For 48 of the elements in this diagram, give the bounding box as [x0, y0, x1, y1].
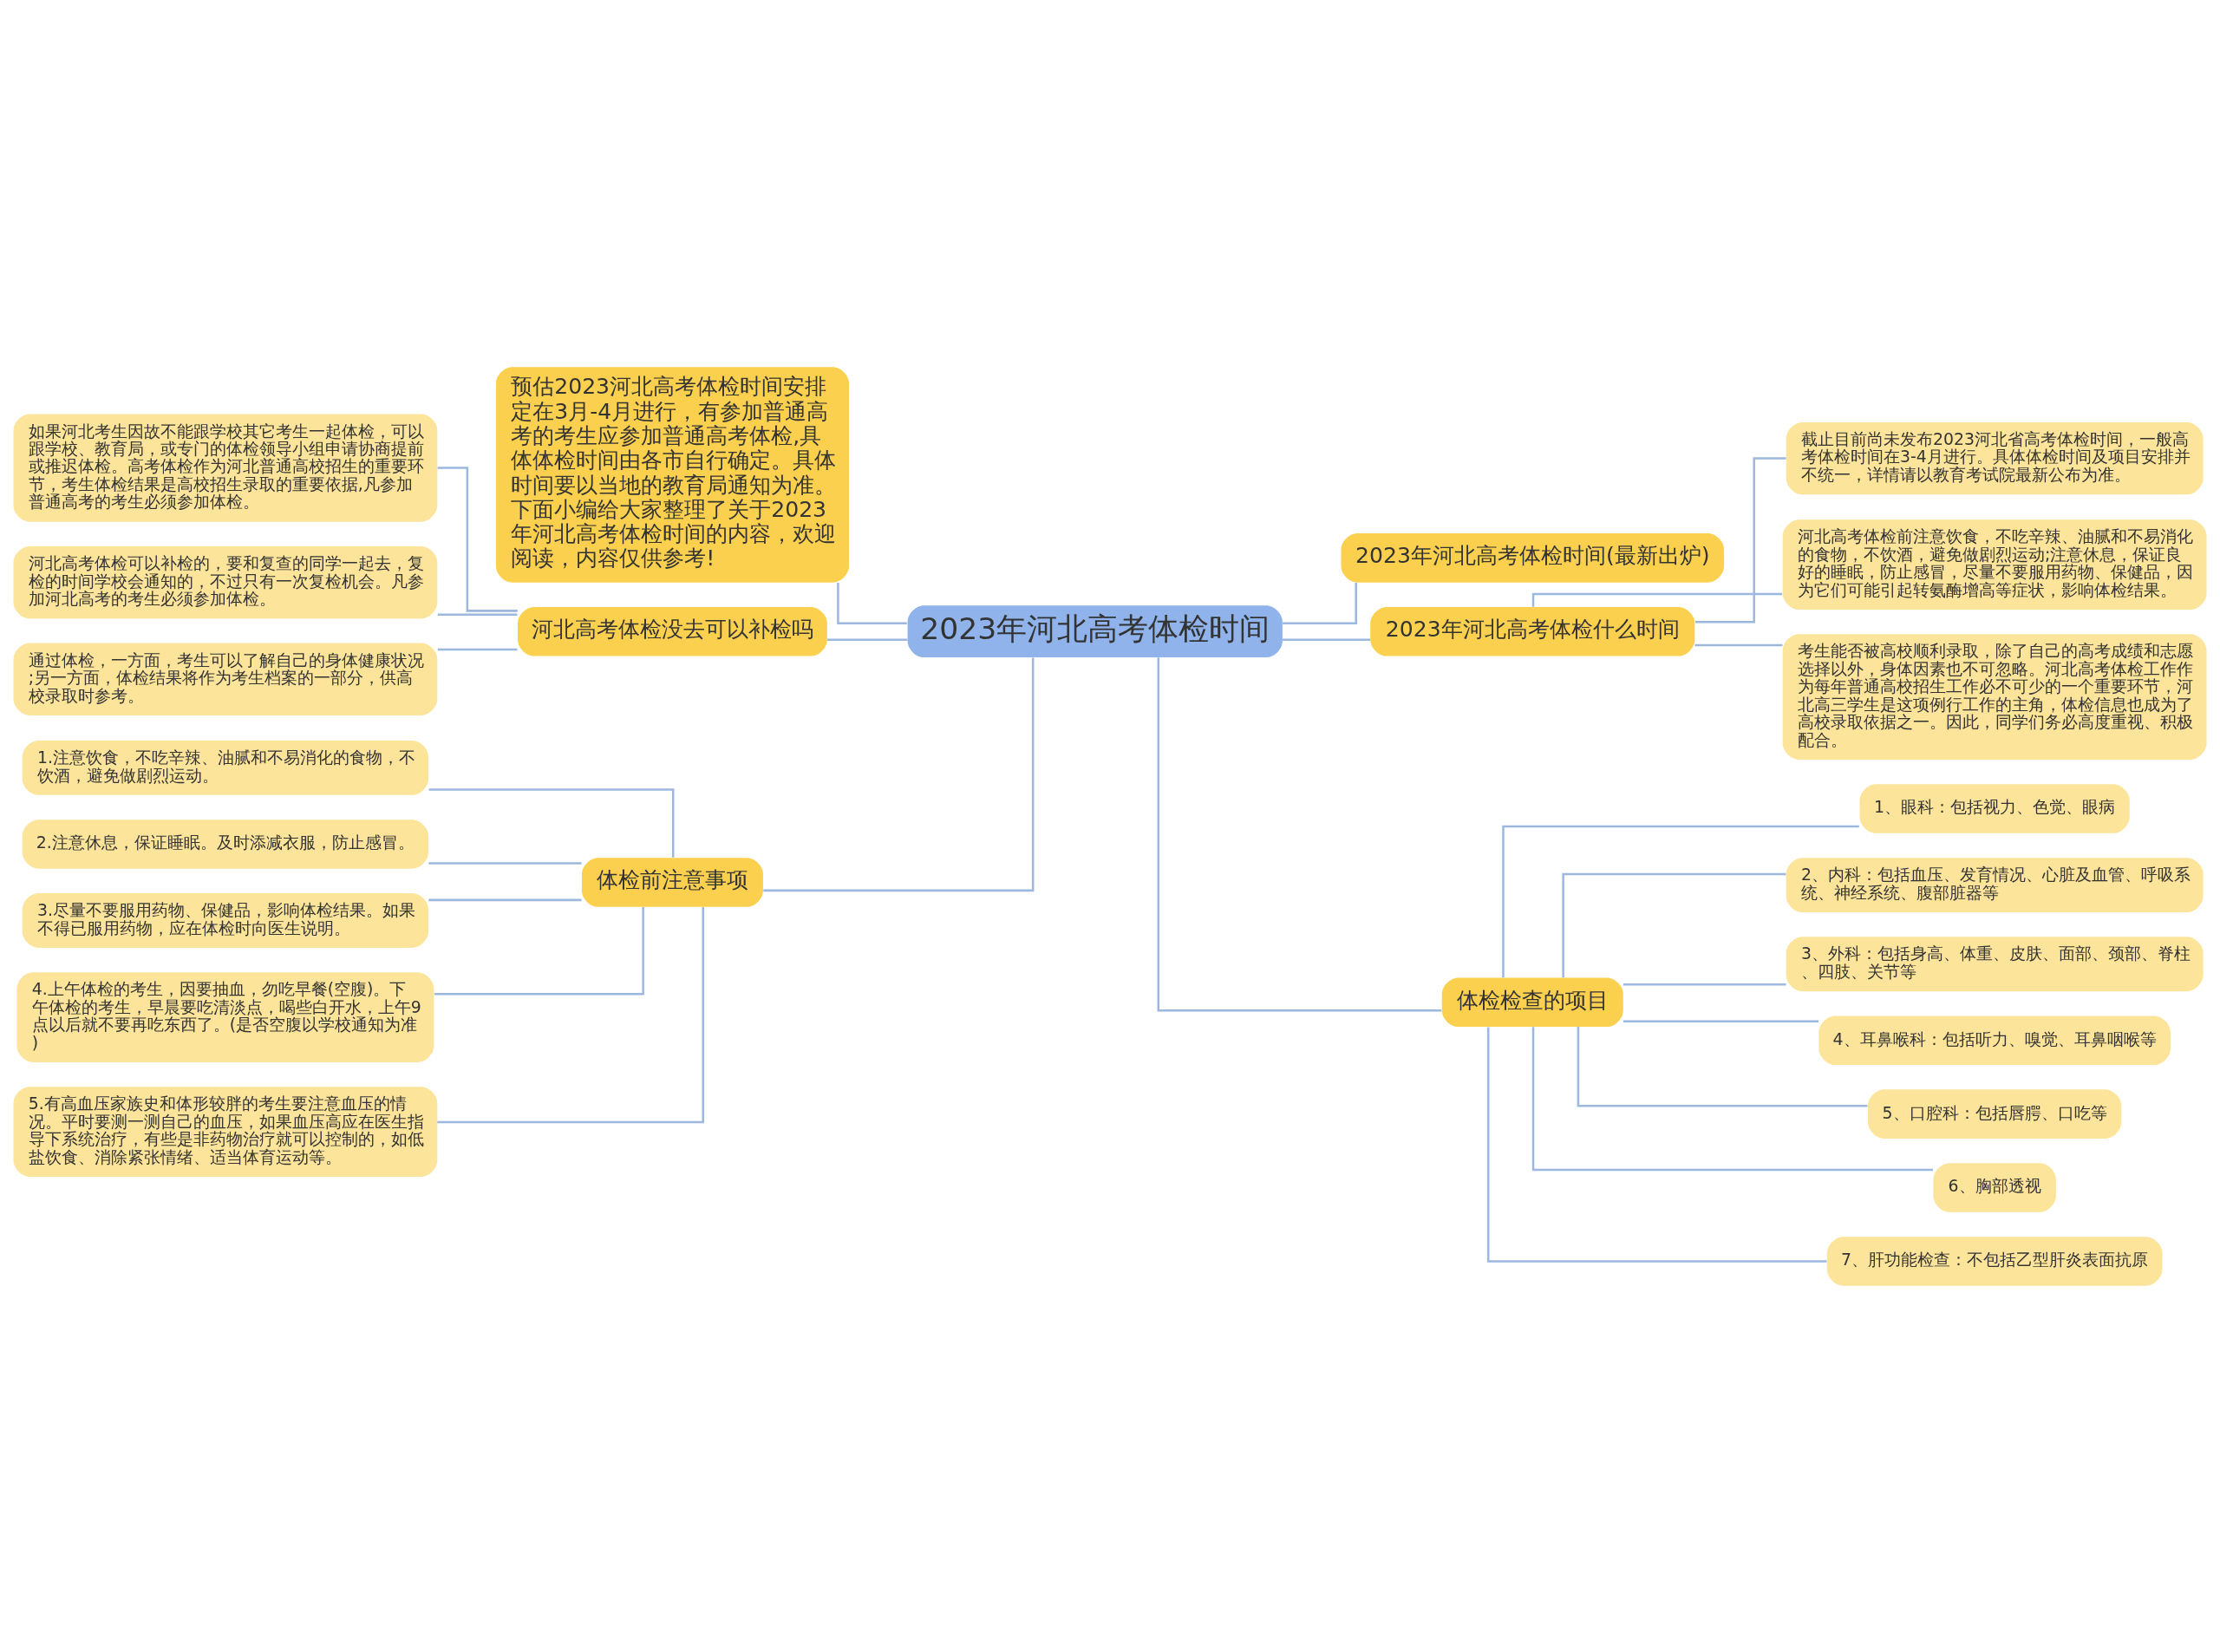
connector: [1577, 1026, 1868, 1107]
connector: [1282, 637, 1371, 641]
connector: [1694, 643, 1783, 646]
node-box: 1.注意饮食，不吃辛辣、油腻和不易消化的食物，不饮酒，避免做剧烈运动。: [22, 740, 429, 795]
node-box: 河北高考体检前注意饮食，不吃辛辣、油腻和不易消化的食物，不饮酒，避免做剧烈运动;注意休息，保证良好的睡眠，防止感冒，尽量不要服用药物、保健品，因为它们可能引起转氨酶增高等症状，影响体检结果。: [1782, 519, 2207, 610]
node-box: 2、内科：包括血压、发育情况、心脏及血管、呼吸系统、神经系统、腹部脏器等: [1786, 857, 2204, 912]
connector: [1623, 1020, 1818, 1022]
node-box: 河北高考体检可以补检的，要和复查的同学一起去，复检的时间学校会通知的，不过只有一次复检机会。凡参加河北高考的考生必须参加体检。: [13, 545, 438, 618]
connector: [827, 637, 908, 641]
connector: [428, 898, 582, 901]
node-box: 预估2023河北高考体检时间安排定在3月-4月进行，有参加普通高考的考生应参加普通高考体检,具体体检时间由各市自行确定。具体时间要以当地的教育局通知为准。下面小编给大家整理了关于2023年河北高考体检时间的内容，欢迎阅读，内容仅供参考!: [495, 366, 849, 583]
connector: [428, 861, 582, 865]
node-box: 3、外科：包括身高、体重、皮肤、面部、颈部、脊柱、四肢、关节等: [1786, 936, 2204, 991]
connector: [1486, 1026, 1827, 1263]
node-box: 5.有高血压家族史和体形较胖的考生要注意血压的情况。平时要测一测自己的血压，如果血压高应在医生指导下系统治疗，有些是非药物治疗就可以控制的，如低盐饮食、消除紧张情绪、适当体育运动等。: [13, 1086, 438, 1177]
connector: [1531, 592, 1783, 607]
connector: [1531, 1026, 1933, 1171]
connector: [1562, 872, 1786, 977]
connector: [437, 648, 518, 650]
node-box: 1、眼科：包括视力、色觉、眼病: [1859, 783, 2130, 833]
node-box: 2023年河北高考体检时间: [907, 604, 1283, 657]
node-box: 2023年河北高考体检时间(最新出炉): [1341, 532, 1725, 583]
node-box: 截止目前尚未发布2023河北省高考体检时间，一般高考体检时间在3-4月进行。具体体检时间及项目安排并不统一，详情请以教育考试院最新公布为准。: [1786, 421, 2204, 494]
node-box: 5、口腔科：包括唇腭、口吃等: [1867, 1088, 2122, 1139]
connector: [837, 582, 907, 624]
connector: [434, 906, 644, 996]
node-box: 4.上午体检的考生，因要抽血，勿吃早餐(空腹)。下午体检的考生，早晨要吃清淡点，喝些白开水，上午9点以后就不要再吃东西了。(是否空腹以学校通知为准): [16, 971, 434, 1062]
node-box: 4、耳鼻喉科：包括听力、嗅觉、耳鼻咽喉等: [1818, 1015, 2171, 1065]
connector: [437, 613, 518, 616]
node-box: 2.注意休息，保证睡眠。及时添减衣服，防止感冒。: [22, 819, 429, 869]
connector: [763, 657, 1035, 891]
node-box: 2023年河北高考体检什么时间: [1370, 606, 1695, 656]
node-box: 河北高考体检没去可以补检吗: [518, 606, 827, 656]
node-box: 体检检查的项目: [1441, 977, 1623, 1027]
connector: [1502, 825, 1859, 977]
node-box: 通过体检，一方面，考生可以了解自己的身体健康状况;另一方面，体检结果将作为考生档案的一部分，供高校录取时参考。: [13, 643, 438, 715]
node-box: 如果河北考生因故不能跟学校其它考生一起体检，可以跟学校、教育局，或专门的体检领导小组申请协商提前或推迟体检。高考体检作为河北普通高校招生的重要环节，考生体检结果是高校招生录取的重要依据,凡参加普通高考的考生必须参加体检。: [13, 414, 438, 522]
node-box: 7、肝功能检查：不包括乙型肝炎表面抗原: [1826, 1236, 2163, 1286]
node-box: 考生能否被高校顺利录取，除了自己的高考成绩和志愿选择以外，身体因素也不可忽略。河北高考体检工作作为每年普通高校招生工作必不可少的一个重要环节，河北高三学生是这项例行工作的主角，体检信息也成为了高校录取依据之一。因此，同学们务必高度重视、积极配合。: [1782, 633, 2207, 760]
node-box: 3.尽量不要服用药物、保健品，影响体检结果。如果不得已服用药物，应在体检时向医生说明。: [22, 892, 429, 948]
node-box: 6、胸部透视: [1933, 1162, 2056, 1212]
connector: [1623, 983, 1786, 986]
connector: [437, 906, 705, 1123]
connector: [1157, 656, 1442, 1011]
connector: [428, 787, 675, 858]
connector: [1283, 582, 1357, 624]
connector: [1694, 456, 1786, 623]
node-box: 体检前注意事项: [581, 857, 763, 907]
